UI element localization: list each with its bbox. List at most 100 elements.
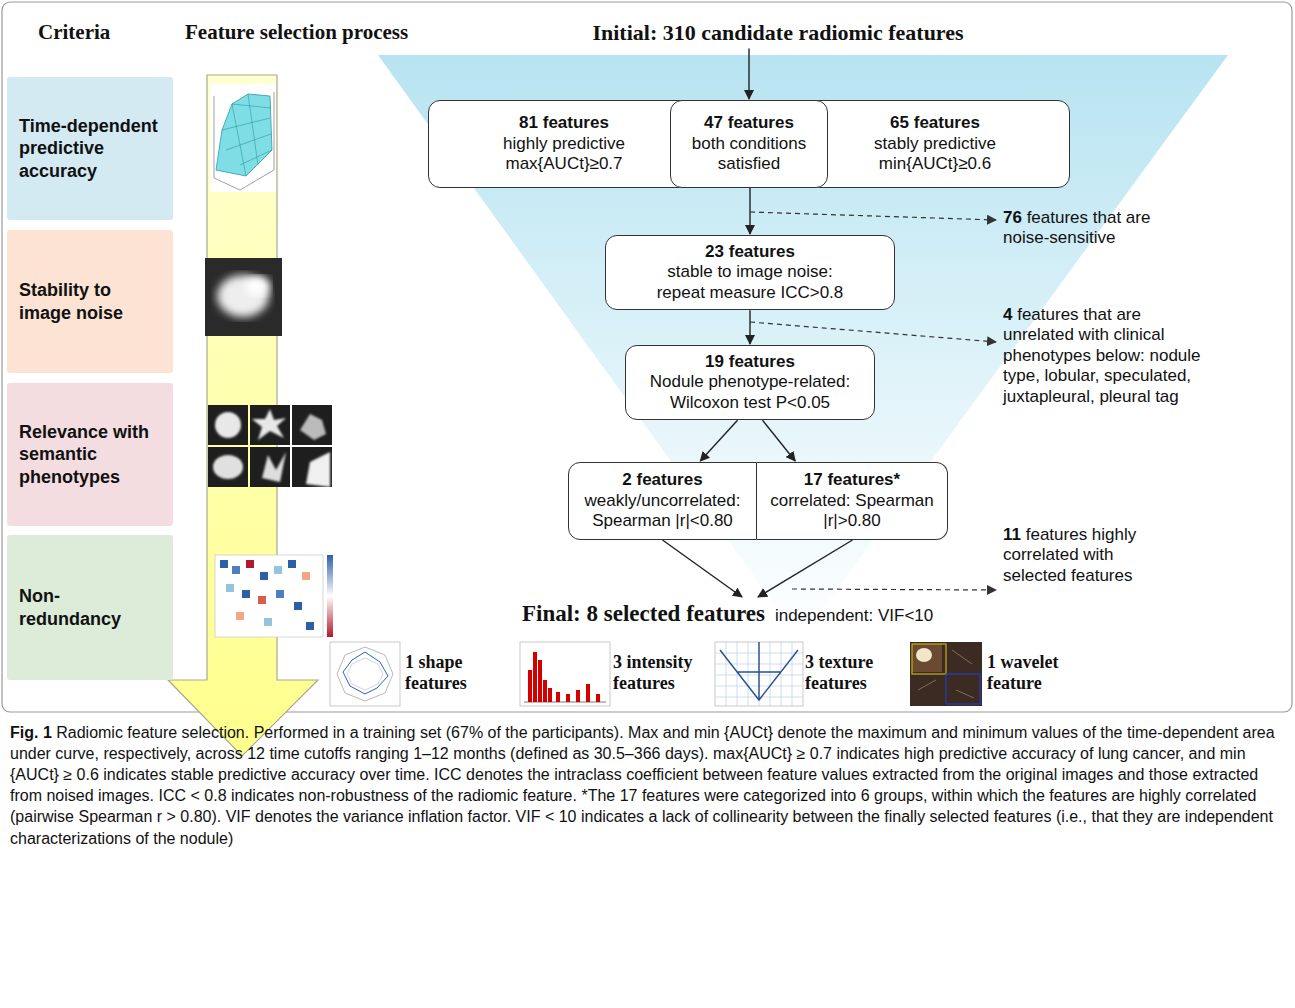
nodule-thumbnails	[215, 412, 241, 438]
noisy-nodule	[217, 275, 269, 317]
correlation-heatmap	[264, 618, 272, 626]
nodule-thumbnails	[208, 447, 248, 487]
texture-grid	[715, 642, 803, 706]
node-text: 3 texture features	[805, 652, 883, 693]
process-box: 19 featuresNodule phenotype-related: Wil…	[625, 345, 875, 420]
band-shape	[150, 640, 1290, 706]
node-text: independent: VIF<10	[775, 606, 933, 626]
wavelet-image	[910, 642, 982, 706]
node-text: 1 shape features	[405, 652, 483, 693]
start-text: Initial: 310 candidate radiomic features	[548, 18, 1008, 48]
band-shape	[150, 640, 1290, 706]
surface-plot	[210, 84, 276, 192]
histogram	[520, 642, 610, 706]
emphasis: 4	[1003, 305, 1012, 324]
histogram	[586, 684, 590, 702]
result-text: Final: 8 selected features independent: V…	[520, 598, 1010, 632]
radar-chart	[337, 647, 393, 701]
figure-frame	[2, 2, 1292, 712]
correlation-heatmap	[258, 596, 266, 604]
node-text: weakly/uncorrelated: Spearman |r|<0.80	[577, 491, 748, 532]
criterion-box: Relevance with semantic phenotypes	[7, 383, 173, 526]
label-slot: 11 features highly correlated with selec…	[1003, 525, 1145, 586]
criterion-box: Non-redundancy	[7, 535, 173, 680]
flow-arrow	[763, 420, 796, 461]
correlation-heatmap	[215, 555, 323, 637]
radar-chart	[343, 652, 388, 694]
node-text: Nodule phenotype-related: Wilcoxon test …	[636, 372, 864, 413]
column-header: Feature selection process	[185, 20, 455, 45]
emphasis: Fig. 1	[10, 724, 52, 741]
surface-plot	[222, 94, 272, 176]
feature-band: 1 shape features 3 intensity features 3 te…	[150, 640, 1290, 706]
node-text: 65 features	[890, 113, 980, 133]
process-box: 23 featuresstable to image noise: repeat…	[605, 235, 895, 310]
nodule-thumbnails	[208, 405, 248, 445]
correlation-heatmap	[236, 612, 244, 620]
histogram	[596, 694, 600, 702]
correlation-heatmap	[232, 566, 240, 574]
node-text: Initial: 310 candidate radiomic features	[550, 20, 1006, 46]
histogram	[543, 680, 547, 702]
process-box: 47 featuresboth conditions satisfied	[670, 100, 828, 188]
node-text: Relevance with semantic phenotypes	[19, 421, 161, 489]
histogram	[548, 688, 552, 702]
noisy-nodule	[205, 258, 282, 336]
nodule-thumbnails	[292, 405, 332, 445]
node-text: 81 features	[519, 113, 609, 133]
node-text: Time-dependent predictive accuracy	[19, 115, 161, 183]
histogram	[528, 670, 532, 702]
flow-arrow	[749, 310, 750, 344]
node-text: stably predictive min{AUCt}≥0.6	[860, 134, 1010, 175]
process-box: 2 featuresweakly/uncorrelated: Spearman …	[568, 462, 757, 540]
node-text: 47 features	[704, 113, 794, 133]
node-text: Non-redundancy	[19, 585, 161, 630]
nodule-thumbnails	[306, 452, 330, 487]
side-note: 76 features that are noise-sensitive	[1003, 208, 1193, 249]
wavelet-image	[918, 650, 974, 698]
texture-grid	[720, 642, 798, 700]
histogram	[566, 694, 570, 702]
wavelet-image	[946, 674, 980, 704]
criterion-box: Stability to image noise	[7, 230, 173, 373]
correlation-heatmap	[260, 572, 268, 580]
correlation-heatmap	[294, 602, 302, 610]
figure-caption: Fig. 1 Radiomic feature selection. Perfo…	[10, 722, 1285, 849]
wavelet-image	[912, 644, 942, 672]
node-text: both conditions satisfied	[682, 134, 817, 175]
wavelet-image	[916, 648, 932, 662]
dashed-leader	[750, 322, 996, 342]
node-text: 19 features	[705, 352, 795, 372]
texture-grid	[715, 642, 803, 706]
side-note: 11 features highly correlated with selec…	[1003, 525, 1145, 586]
nodule-thumbnails	[292, 447, 332, 487]
surface-plot	[216, 94, 272, 176]
process-box: 65 featuresstably predictive min{AUCt}≥0…	[800, 100, 1070, 188]
node-text: stable to image noise: repeat measure IC…	[645, 262, 855, 303]
node-text: correlated: Spearman |r|>0.80	[770, 491, 935, 532]
correlation-heatmap	[327, 555, 333, 637]
correlation-heatmap	[226, 584, 234, 592]
nodule-thumbnails	[213, 455, 243, 479]
flow-arrow	[749, 188, 750, 234]
column-header: Criteria	[38, 20, 178, 45]
noisy-nodule	[246, 276, 270, 296]
correlation-heatmap	[246, 560, 254, 568]
correlation-heatmap	[220, 560, 228, 568]
node-text: 2 features	[622, 470, 702, 490]
radar-chart	[330, 642, 400, 706]
node-text: Final: 8 selected features	[522, 601, 765, 627]
flow-arrow	[700, 420, 737, 461]
flow-arrow	[663, 540, 743, 597]
histogram	[520, 642, 610, 706]
correlation-heatmap	[274, 566, 282, 574]
emphasis: 76	[1003, 208, 1022, 227]
node-text: Stability to image noise	[19, 279, 161, 324]
correlation-heatmap	[215, 555, 333, 637]
correlation-heatmap	[242, 590, 250, 598]
label-slot: 76 features that are noise-sensitive	[1003, 208, 1193, 249]
node-text: 3 intensity features	[613, 652, 695, 693]
label-slot: Criteria	[38, 20, 178, 45]
process-box: 17 features*correlated: Spearman |r|>0.8…	[757, 462, 948, 540]
